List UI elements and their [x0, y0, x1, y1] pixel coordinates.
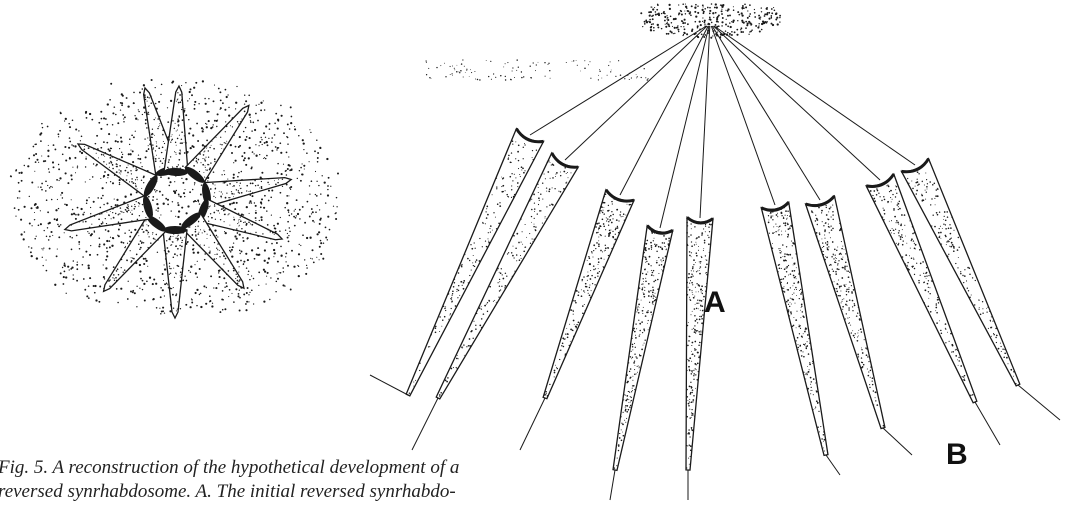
- theca-a: [164, 86, 188, 176]
- nema-line: [712, 26, 820, 200]
- virgula-spine: [883, 428, 912, 455]
- virgula-spine: [520, 398, 545, 450]
- figure-caption-line-1: Fig. 5. A reconstruction of the hypothet…: [0, 458, 688, 477]
- virgula-spine: [1018, 385, 1060, 420]
- panel-b-scatter: [425, 59, 648, 80]
- nema-line: [620, 26, 708, 195]
- figure-caption-line-2: reversed synrhabdosome. A. The initial r…: [0, 482, 688, 501]
- panel-b-apex: [640, 3, 781, 39]
- panel-b-label: B: [946, 440, 968, 470]
- virgula-spine: [826, 455, 840, 475]
- theca-b: [686, 26, 713, 500]
- theca-a: [78, 144, 160, 198]
- virgula-spine: [412, 398, 438, 450]
- nema-line: [714, 26, 915, 165]
- nema-line: [660, 26, 709, 228]
- theca-aperture: [163, 226, 187, 234]
- panel-a-label: A: [704, 288, 726, 318]
- theca-a: [163, 226, 187, 318]
- nema-line: [565, 26, 707, 160]
- panel-a-drawing: [10, 79, 339, 318]
- virgula-spine: [975, 402, 1000, 445]
- theca-b: [520, 26, 708, 450]
- virgula-spine: [370, 375, 408, 395]
- nema-line: [700, 26, 710, 218]
- panel-b-drawing: [370, 3, 1060, 500]
